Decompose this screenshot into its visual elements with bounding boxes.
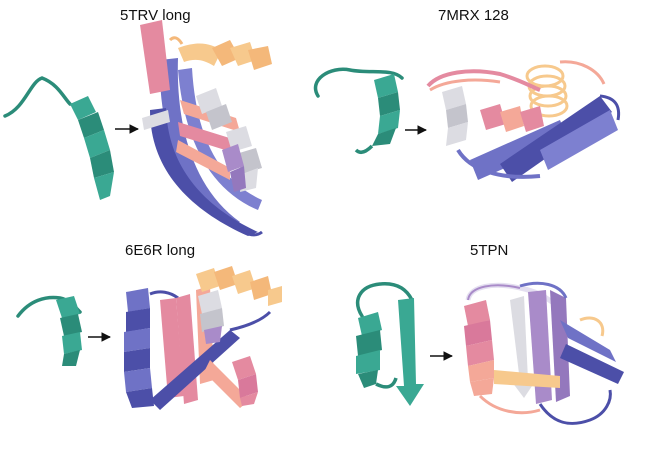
panel-title: 5TRV long (120, 7, 191, 24)
input-peptide-structure (356, 282, 424, 406)
designed-binder-structure (464, 281, 624, 425)
panel-title: 5TPN (470, 242, 508, 259)
panel-title: 7MRX 128 (438, 7, 509, 24)
panel-5tpn: 5TPN (356, 242, 624, 425)
panel-7mrx-128: 7MRX 128 (313, 7, 621, 182)
designed-binder-structure (426, 60, 621, 182)
designed-binder-structure (140, 20, 272, 237)
input-peptide-structure (313, 67, 404, 154)
input-peptide-structure (3, 76, 114, 200)
panel-6e6r-long: 6E6R long (16, 242, 282, 410)
designed-binder-structure (124, 266, 282, 410)
input-peptide-structure (16, 295, 82, 366)
panel-title: 6E6R long (125, 242, 195, 259)
panel-5trv-long: 5TRV long (3, 7, 272, 237)
